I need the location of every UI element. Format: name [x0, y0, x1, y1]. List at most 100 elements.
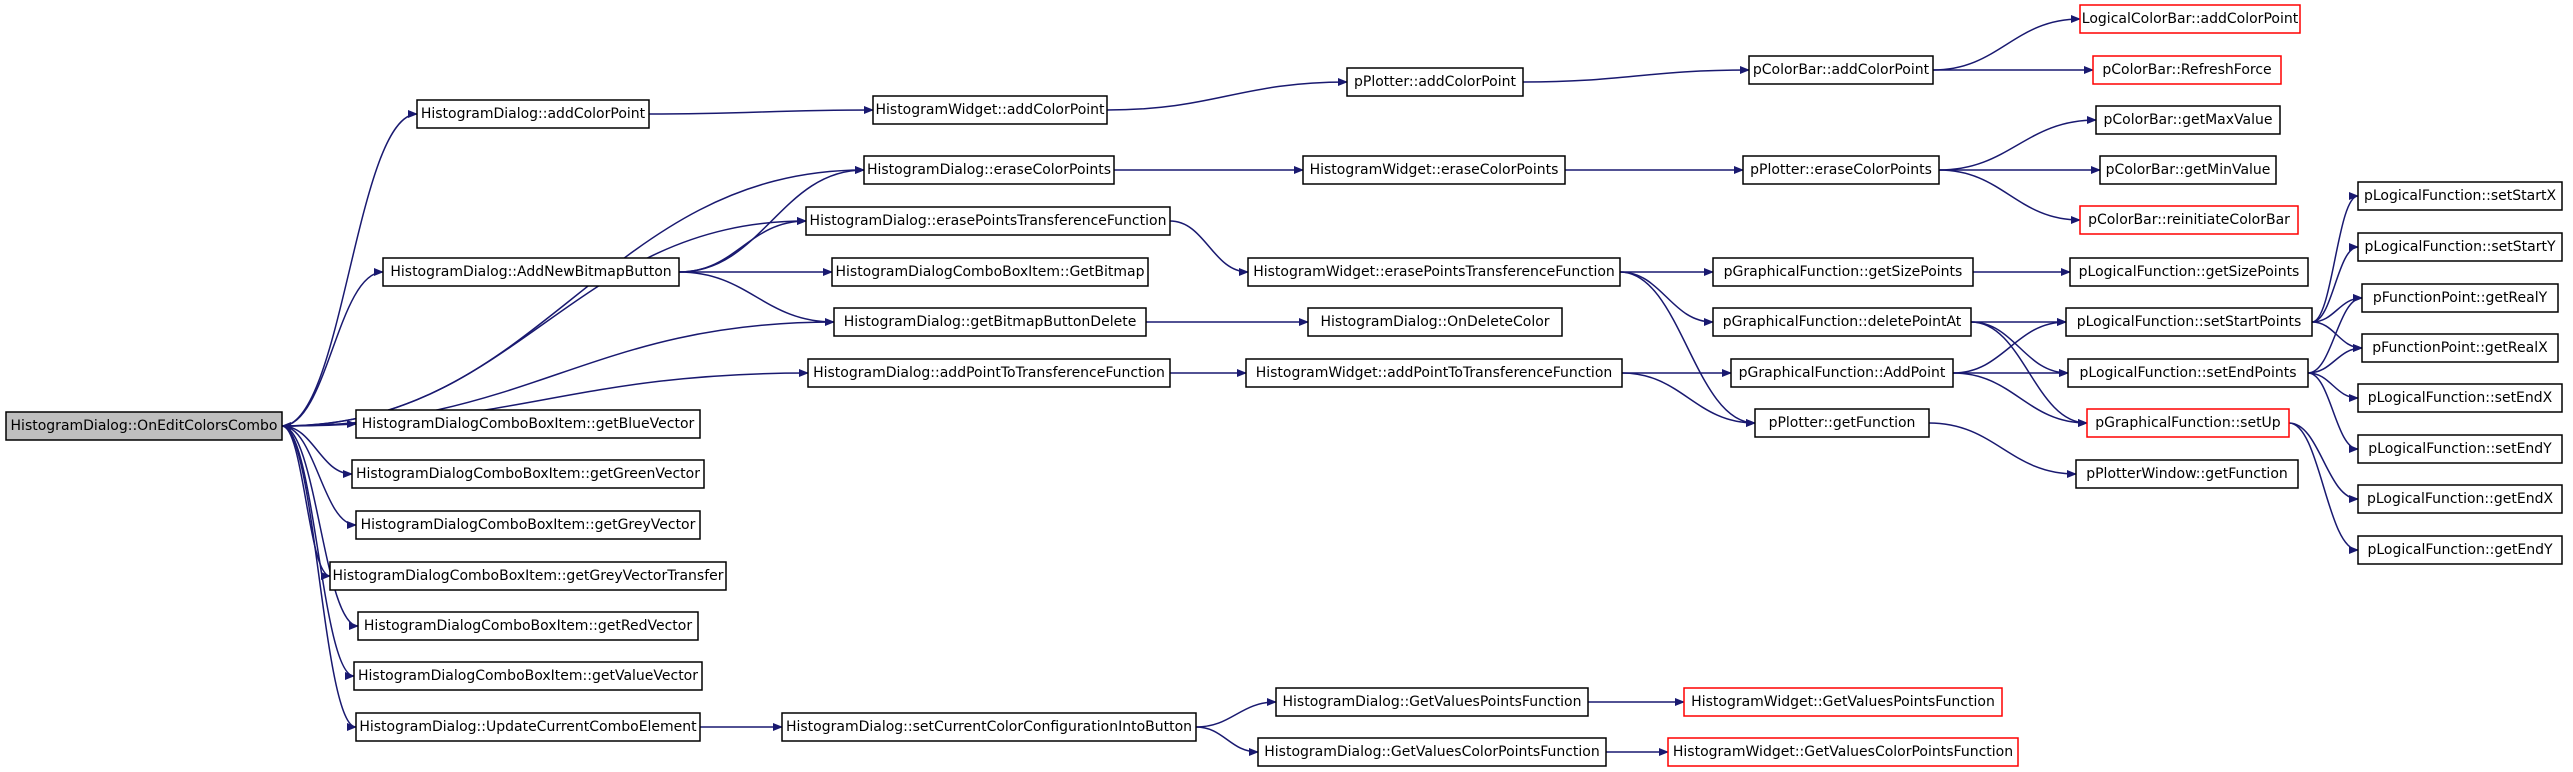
- node-hdcbi-getvaluevector[interactable]: HistogramDialogComboBoxItem::getValueVec…: [353, 661, 703, 691]
- node-hd-setcurrentcolorconfig[interactable]: HistogramDialog::setCurrentColorConfigur…: [781, 712, 1197, 742]
- node-hd-getbitmapbuttondelete[interactable]: HistogramDialog::getBitmapButtonDelete: [833, 307, 1147, 337]
- node-pcb-addcolorpoint[interactable]: pColorBar::addColorPoint: [1748, 55, 1934, 85]
- node-pcb-getminvalue[interactable]: pColorBar::getMinValue: [2099, 155, 2277, 185]
- node-pcb-reinitiate[interactable]: pColorBar::reinitiateColorBar: [2079, 205, 2299, 235]
- node-box[interactable]: [1730, 358, 1954, 388]
- node-box[interactable]: [863, 155, 1115, 185]
- node-box[interactable]: [2099, 155, 2277, 185]
- node-hd-addnewbitmapbutton[interactable]: HistogramDialog::AddNewBitmapButton: [382, 257, 680, 287]
- node-box[interactable]: [353, 661, 703, 691]
- node-box[interactable]: [2357, 484, 2563, 514]
- node-box[interactable]: [1712, 257, 1974, 287]
- node-hd-eraseptf[interactable]: HistogramDialog::erasePointsTransference…: [805, 206, 1171, 236]
- node-pgf-getsizepoints[interactable]: pGraphicalFunction::getSizePoints: [1712, 257, 1974, 287]
- node-box[interactable]: [2357, 232, 2563, 262]
- node-box[interactable]: [831, 257, 1149, 287]
- node-hd-ondeletecolor[interactable]: HistogramDialog::OnDeleteColor: [1307, 307, 1563, 337]
- node-box[interactable]: [1257, 737, 1607, 767]
- node-hdcbi-getredvector[interactable]: HistogramDialogComboBoxItem::getRedVecto…: [357, 611, 699, 641]
- node-hdcbi-getbitmap[interactable]: HistogramDialogComboBoxItem::GetBitmap: [831, 257, 1149, 287]
- node-box[interactable]: [1667, 737, 2019, 767]
- node-hdcbi-getgreenvector[interactable]: HistogramDialogComboBoxItem::getGreenVec…: [351, 459, 705, 489]
- node-pp-getfunction[interactable]: pPlotter::getFunction: [1754, 408, 1930, 438]
- node-box[interactable]: [2067, 358, 2309, 388]
- node-pp-addcolorpoint[interactable]: pPlotter::addColorPoint: [1346, 67, 1524, 97]
- node-box[interactable]: [2095, 105, 2281, 135]
- node-hw-getvaluespointsfunction[interactable]: HistogramWidget::GetValuesPointsFunction: [1683, 687, 2003, 717]
- node-box[interactable]: [1712, 307, 1972, 337]
- node-box[interactable]: [1748, 55, 1934, 85]
- node-hw-erasecolorpoints[interactable]: HistogramWidget::eraseColorPoints: [1302, 155, 1566, 185]
- node-box[interactable]: [416, 99, 650, 129]
- node-box[interactable]: [1275, 687, 1589, 717]
- node-lcb-addcolorpoint[interactable]: LogicalColorBar::addColorPoint: [2079, 4, 2301, 34]
- node-hdcbi-getgreyvector[interactable]: HistogramDialogComboBoxItem::getGreyVect…: [355, 510, 701, 540]
- node-plf-getendx[interactable]: pLogicalFunction::getEndX: [2357, 484, 2563, 514]
- node-plf-setstarty[interactable]: pLogicalFunction::setStartY: [2357, 232, 2563, 262]
- node-root[interactable]: HistogramDialog::OnEditColorsCombo: [5, 411, 283, 441]
- node-box[interactable]: [1754, 408, 1930, 438]
- node-box[interactable]: [781, 712, 1197, 742]
- node-box[interactable]: [1307, 307, 1563, 337]
- node-box[interactable]: [2086, 408, 2290, 438]
- node-box[interactable]: [382, 257, 680, 287]
- node-plf-getendy[interactable]: pLogicalFunction::getEndY: [2357, 535, 2563, 565]
- node-box[interactable]: [1742, 155, 1940, 185]
- node-box[interactable]: [355, 712, 701, 742]
- node-box[interactable]: [2357, 383, 2563, 413]
- node-plf-setendy[interactable]: pLogicalFunction::setEndY: [2357, 434, 2563, 464]
- node-hd-getvaluespointsfunction[interactable]: HistogramDialog::GetValuesPointsFunction: [1275, 687, 1589, 717]
- node-box[interactable]: [2069, 257, 2309, 287]
- node-hw-addpttf[interactable]: HistogramWidget::addPointToTransferenceF…: [1245, 358, 1623, 388]
- node-box[interactable]: [807, 358, 1171, 388]
- node-hd-updatecurrentcomboelement[interactable]: HistogramDialog::UpdateCurrentComboEleme…: [355, 712, 701, 742]
- node-pcb-getmaxvalue[interactable]: pColorBar::getMaxValue: [2095, 105, 2281, 135]
- node-hw-addcolorpoint[interactable]: HistogramWidget::addColorPoint: [872, 95, 1108, 125]
- node-box[interactable]: [2092, 55, 2282, 85]
- node-box[interactable]: [805, 206, 1171, 236]
- node-pgf-deletepointat[interactable]: pGraphicalFunction::deletePointAt: [1712, 307, 1972, 337]
- node-box[interactable]: [329, 561, 727, 591]
- node-hw-getvaluescolorpointsfunction[interactable]: HistogramWidget::GetValuesColorPointsFun…: [1667, 737, 2019, 767]
- node-box[interactable]: [872, 95, 1108, 125]
- node-hd-erasecolorpoints[interactable]: HistogramDialog::eraseColorPoints: [863, 155, 1115, 185]
- node-box[interactable]: [357, 611, 699, 641]
- node-hd-addpttf[interactable]: HistogramDialog::addPointToTransferenceF…: [807, 358, 1171, 388]
- node-hd-addcolorpoint[interactable]: HistogramDialog::addColorPoint: [416, 99, 650, 129]
- node-box[interactable]: [2361, 283, 2559, 313]
- node-box[interactable]: [1346, 67, 1524, 97]
- node-box[interactable]: [2357, 434, 2563, 464]
- node-pcb-refreshforce[interactable]: pColorBar::RefreshForce: [2092, 55, 2282, 85]
- node-box[interactable]: [2079, 4, 2301, 34]
- node-pgf-setup[interactable]: pGraphicalFunction::setUp: [2086, 408, 2290, 438]
- node-box[interactable]: [833, 307, 1147, 337]
- node-pp-erasecolorpoints[interactable]: pPlotter::eraseColorPoints: [1742, 155, 1940, 185]
- node-ppw-getfunction[interactable]: pPlotterWindow::getFunction: [2075, 459, 2299, 489]
- node-hw-eraseptf[interactable]: HistogramWidget::erasePointsTransference…: [1247, 257, 1621, 287]
- node-plf-getsizepoints[interactable]: pLogicalFunction::getSizePoints: [2069, 257, 2309, 287]
- node-box[interactable]: [2361, 333, 2559, 363]
- node-plf-setstartpoints[interactable]: pLogicalFunction::setStartPoints: [2065, 307, 2313, 337]
- node-plf-setendx[interactable]: pLogicalFunction::setEndX: [2357, 383, 2563, 413]
- node-hdcbi-getgreyvectortransfer[interactable]: HistogramDialogComboBoxItem::getGreyVect…: [329, 561, 727, 591]
- node-pfp-getrealx[interactable]: pFunctionPoint::getRealX: [2361, 333, 2559, 363]
- node-box[interactable]: [2357, 181, 2563, 211]
- node-box[interactable]: [1247, 257, 1621, 287]
- node-box[interactable]: [351, 459, 705, 489]
- node-box[interactable]: [1302, 155, 1566, 185]
- node-pgf-addpoint[interactable]: pGraphicalFunction::AddPoint: [1730, 358, 1954, 388]
- node-box[interactable]: [1245, 358, 1623, 388]
- node-box[interactable]: [2065, 307, 2313, 337]
- node-box[interactable]: [1683, 687, 2003, 717]
- node-box[interactable]: [5, 411, 283, 441]
- node-box[interactable]: [355, 510, 701, 540]
- node-hd-getvaluescolorpointsfunction[interactable]: HistogramDialog::GetValuesColorPointsFun…: [1257, 737, 1607, 767]
- node-pfp-getrealy[interactable]: pFunctionPoint::getRealY: [2361, 283, 2559, 313]
- node-box[interactable]: [2079, 205, 2299, 235]
- node-box[interactable]: [2357, 535, 2563, 565]
- node-plf-setendpoints[interactable]: pLogicalFunction::setEndPoints: [2067, 358, 2309, 388]
- node-plf-setstartx[interactable]: pLogicalFunction::setStartX: [2357, 181, 2563, 211]
- node-hdcbi-getbluevector[interactable]: HistogramDialogComboBoxItem::getBlueVect…: [355, 409, 701, 439]
- node-box[interactable]: [355, 409, 701, 439]
- node-box[interactable]: [2075, 459, 2299, 489]
